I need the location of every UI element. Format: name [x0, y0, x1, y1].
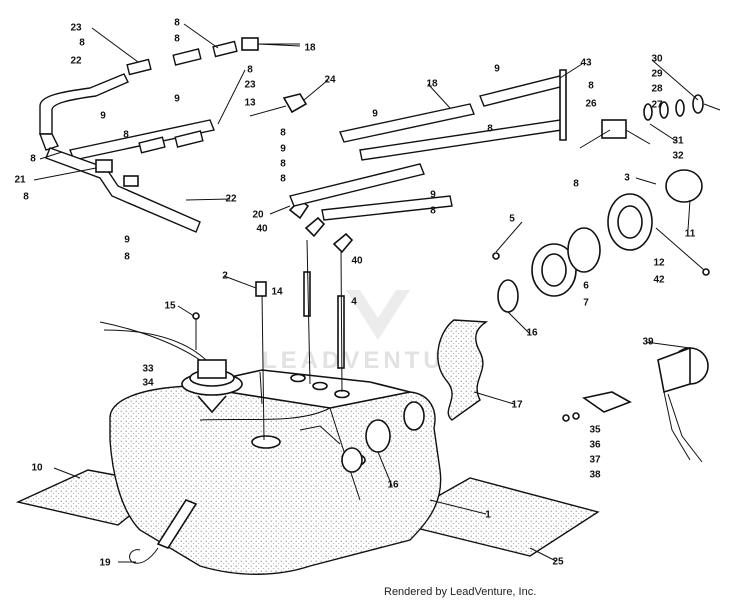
part-number-label: 33	[142, 364, 154, 375]
part-number-label: 27	[651, 100, 663, 111]
part-number-label: 8	[123, 130, 129, 141]
part-number-label: 9	[174, 94, 180, 105]
part-number-label: 9	[372, 109, 378, 120]
sending-unit	[562, 346, 709, 463]
part-number-label: 8	[573, 179, 579, 190]
part-number-label: 8	[280, 159, 286, 170]
part-number-label: 23	[244, 80, 256, 91]
part-number-label: 43	[580, 58, 592, 69]
part-number-label: 22	[70, 56, 82, 67]
part-number-label: 30	[651, 54, 663, 65]
part-number-label: 18	[304, 43, 316, 54]
part-number-label: 6	[583, 281, 589, 292]
pickup-tubes	[255, 198, 354, 441]
part-number-label: 8	[174, 18, 180, 29]
part-number-label: 18	[426, 79, 438, 90]
part-number-label: 31	[672, 136, 684, 147]
part-number-label: 40	[351, 256, 363, 267]
part-number-label: 8	[23, 192, 29, 203]
part-number-label: 29	[651, 69, 663, 80]
part-number-label: 15	[164, 301, 176, 312]
part-number-label: 23	[70, 23, 82, 34]
part-number-label: 19	[99, 558, 111, 569]
part-number-label: 1	[485, 510, 491, 521]
part-number-label: 9	[430, 190, 436, 201]
fuel-tank	[109, 369, 442, 575]
part-number-label: 8	[124, 252, 130, 263]
part-number-label: 9	[494, 64, 500, 75]
part-number-label: 7	[583, 298, 589, 309]
part-number-label: 10	[31, 463, 43, 474]
part-number-label: 8	[30, 154, 36, 165]
part-number-label: 2	[222, 271, 228, 282]
part-number-label: 16	[387, 480, 399, 491]
part-number-label: 42	[653, 275, 665, 286]
part-number-label: 37	[589, 455, 601, 466]
part-number-label: 8	[487, 124, 493, 135]
part-number-label: 35	[589, 425, 601, 436]
part-number-label: 8	[280, 128, 286, 139]
part-number-label: 26	[585, 99, 597, 110]
part-number-label: 14	[271, 287, 283, 298]
part-number-label: 22	[225, 194, 237, 205]
part-number-label: 34	[142, 378, 154, 389]
part-number-label: 11	[685, 229, 696, 240]
leader-lines	[33, 23, 699, 563]
part-number-label: 20	[252, 210, 264, 221]
part-number-label: 9	[124, 235, 130, 246]
part-number-label: 8	[247, 65, 253, 76]
part-number-label: 3	[624, 173, 630, 184]
part-number-label: 21	[14, 175, 26, 186]
part-number-label: 9	[100, 111, 106, 122]
part-number-label: 13	[244, 98, 256, 109]
part-number-label: 12	[653, 258, 665, 269]
fuel-sender-assembly	[99, 312, 243, 414]
part-number-label: 8	[79, 38, 85, 49]
part-number-label: 16	[526, 328, 538, 339]
filler-assembly	[341, 169, 710, 473]
part-number-label: 5	[509, 214, 515, 225]
part-number-label: 8	[588, 81, 594, 92]
render-credit: Rendered by LeadVenture, Inc.	[384, 586, 537, 598]
part-number-label: 38	[589, 470, 601, 481]
part-number-label: 17	[511, 400, 523, 411]
part-number-label: 36	[589, 440, 601, 451]
fuel-line-upper	[38, 37, 721, 233]
part-number-label: 24	[324, 75, 336, 86]
part-number-label: 32	[672, 151, 684, 162]
part-number-label: 8	[430, 206, 436, 217]
part-number-label: 4	[351, 297, 357, 308]
part-number-label: 8	[280, 174, 286, 185]
part-number-label: 9	[280, 144, 286, 155]
part-number-label: 39	[642, 337, 654, 348]
part-number-label: 40	[256, 224, 268, 235]
part-number-label: 28	[651, 84, 663, 95]
part-number-label: 8	[174, 34, 180, 45]
part-number-label: 25	[552, 557, 564, 568]
floor-mat-right	[390, 477, 600, 557]
